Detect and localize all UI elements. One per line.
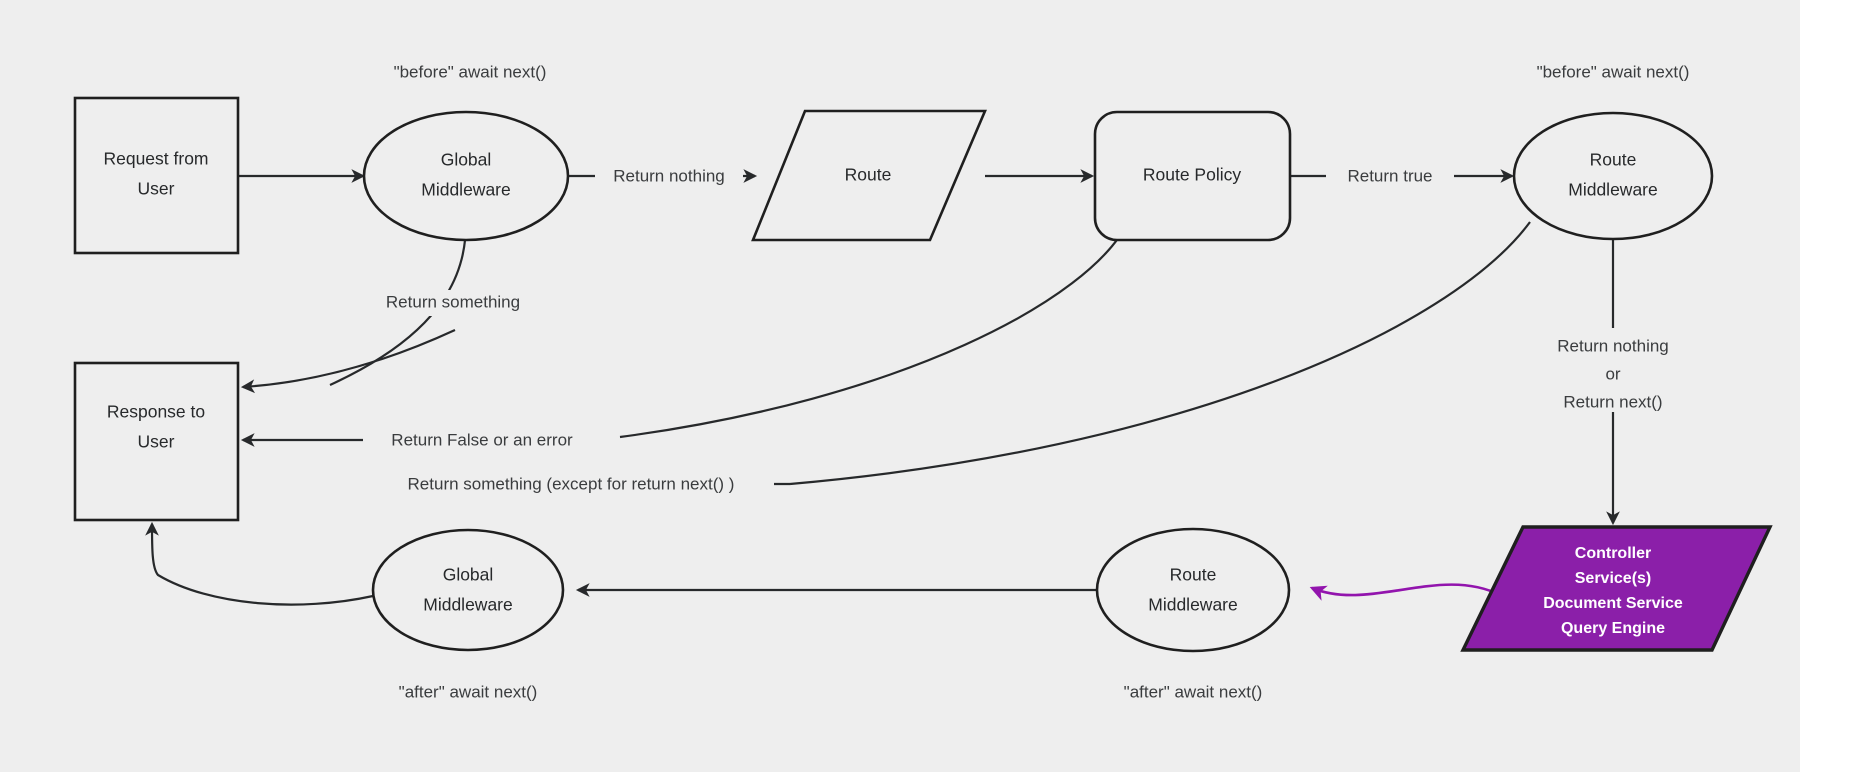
return-nothing-label-bg [595, 164, 743, 188]
node-global-middleware-bottom[interactable]: Global Middleware [371, 528, 565, 652]
global-middleware-top-label-line2: Middleware [421, 180, 510, 200]
response-to-user-label-line1: Response to [107, 402, 205, 422]
edge-label-return-nothing-or-next-line1: Return nothing [1557, 336, 1669, 355]
route-middleware-top-shape [1512, 111, 1714, 241]
note-after-await-next-route: "after" await next() [1124, 682, 1263, 701]
route-label: Route [845, 165, 892, 185]
note-before-await-next-route: "before" await next() [1537, 62, 1690, 81]
return-something-except-label-bg [368, 472, 774, 498]
return-false-label-bg [363, 428, 601, 454]
note-before-await-next-global: "before" await next() [394, 62, 547, 81]
route-middleware-top-label-line1: Route [1590, 150, 1637, 170]
node-request-from-user[interactable]: Request from User [73, 96, 240, 255]
node-controller-services[interactable]: Controller Service(s) Document Service Q… [1460, 525, 1773, 652]
route-middleware-bottom-label-line1: Route [1170, 565, 1217, 585]
edge-controller-to-route-middleware-bottom [1309, 583, 1501, 601]
route-middleware-bottom-shape [1095, 527, 1291, 653]
edge-global-middleware-return-something-lower [240, 329, 456, 394]
global-middleware-top-label-line1: Global [441, 150, 492, 170]
edge-route-policy-return-false-curve [619, 221, 1129, 439]
route-middleware-bottom-label-line2: Middleware [1148, 595, 1237, 615]
node-route-middleware-bottom[interactable]: Route Middleware [1095, 527, 1291, 653]
request-from-user-label-line1: Request from [103, 149, 208, 169]
note-after-await-next-global: "after" await next() [399, 682, 538, 701]
edge-label-return-false-or-error: Return False or an error [391, 430, 573, 449]
edge-global-middleware-bottom-to-response [145, 521, 374, 606]
response-to-user-shape [73, 361, 240, 522]
edge-route-middleware-return-something-curve [789, 221, 1531, 486]
controller-services-shape [1460, 525, 1773, 652]
node-response-to-user[interactable]: Response to User [73, 361, 240, 522]
global-middleware-bottom-label-line1: Global [443, 565, 494, 585]
edge-label-return-something-except-next: Return something (except for return next… [408, 474, 735, 493]
node-route-middleware-top[interactable]: Route Middleware [1512, 111, 1714, 241]
route-policy-shape [1093, 110, 1292, 242]
route-shape [751, 109, 987, 242]
edge-label-return-nothing: Return nothing [613, 166, 725, 185]
edge-label-return-nothing-or-next-line3: Return next() [1563, 392, 1662, 411]
return-nothing-or-next-label-bg [1530, 328, 1700, 412]
return-true-label-bg [1326, 164, 1454, 188]
request-from-user-label-line2: User [138, 179, 175, 199]
edge-label-return-something: Return something [386, 292, 520, 311]
response-to-user-label-line2: User [138, 432, 175, 452]
node-route[interactable]: Route [751, 109, 987, 242]
node-global-middleware-top[interactable]: Global Middleware [362, 110, 570, 242]
controller-services-label-line2: Service(s) [1575, 570, 1652, 587]
return-something-label-bg [360, 290, 546, 316]
global-middleware-bottom-label-line2: Middleware [423, 595, 512, 615]
edge-label-return-nothing-or-next-line2: or [1605, 364, 1620, 383]
controller-services-label-line4: Query Engine [1561, 620, 1665, 637]
global-middleware-top-shape [362, 110, 570, 242]
controller-services-label-line1: Controller [1575, 545, 1651, 562]
global-middleware-bottom-shape [371, 528, 565, 652]
edge-label-return-true: Return true [1347, 166, 1432, 185]
route-middleware-top-label-line2: Middleware [1568, 180, 1657, 200]
controller-services-label-line3: Document Service [1543, 595, 1683, 612]
route-policy-label: Route Policy [1143, 165, 1241, 185]
request-from-user-shape [73, 96, 240, 255]
node-route-policy[interactable]: Route Policy [1093, 110, 1292, 242]
